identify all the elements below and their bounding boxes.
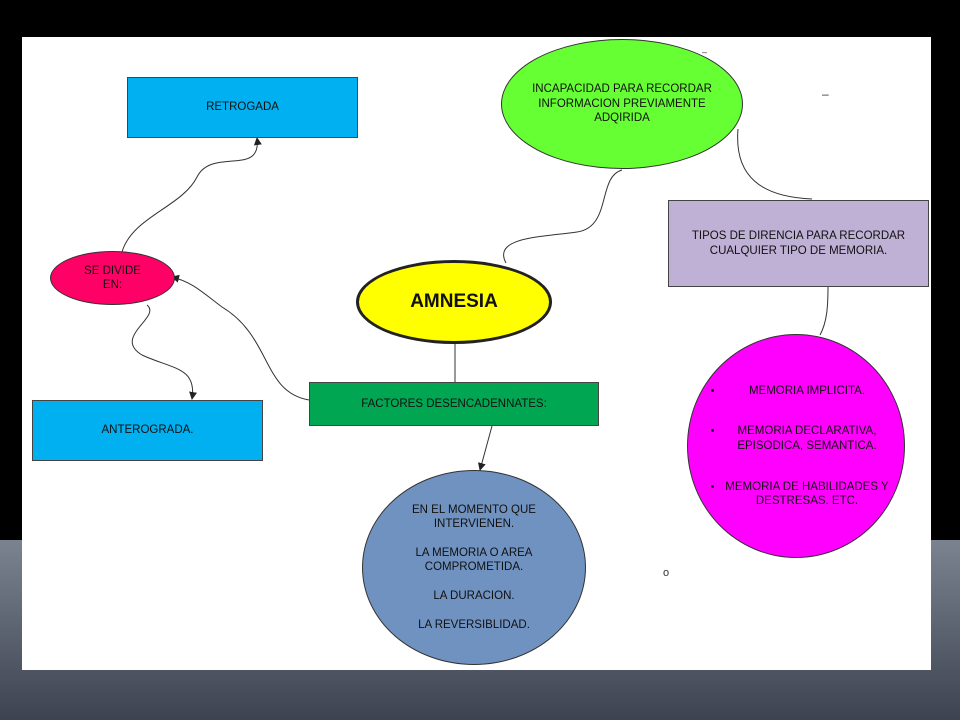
connector-lines <box>121 128 829 471</box>
connector-factores-to-momento <box>477 425 493 471</box>
connector-tipos-to-memorias <box>819 285 829 336</box>
amnesia-oval: AMNESIA <box>356 260 552 344</box>
dash-mark: – <box>822 87 829 101</box>
connector-factores-to-divide <box>171 274 310 401</box>
connector-divide-to-anterograda <box>131 304 198 400</box>
dash-mark-top: – <box>702 47 708 57</box>
connector-amnesia-to-incapacidad <box>503 169 623 264</box>
connector-incapacidad-to-tipos <box>737 128 813 200</box>
retrogada-box: RETROGADA <box>127 77 358 138</box>
memorias-oval: MEMORIA IMPLICITA. MEMORIA DECLARATIVA, … <box>687 334 905 558</box>
tipos-box: TIPOS DE DIRENCIA PARA RECORDAR CUALQUIE… <box>668 200 929 287</box>
memoria-item: MEMORIA DE HABILIDADES Y DESTRESAS. ETC. <box>724 480 890 509</box>
momento-label: EN EL MOMENTO QUE INTERVIENEN. LA MEMORI… <box>412 503 536 631</box>
factores-box: FACTORES DESENCADENNATES: <box>309 382 599 426</box>
amnesia-title: AMNESIA <box>410 291 498 313</box>
factores-label: FACTORES DESENCADENNATES: <box>361 397 547 410</box>
tipos-label: TIPOS DE DIRENCIA PARA RECORDAR CUALQUIE… <box>691 230 906 257</box>
small-circle-mark: o <box>663 567 670 579</box>
diagram-canvas: RETROGADA INCAPACIDAD PARA RECORDAR INFO… <box>22 37 931 670</box>
se-divide-label: SE DIVIDE EN: <box>84 264 141 291</box>
se-divide-oval: SE DIVIDE EN: <box>50 251 175 305</box>
incapacidad-label: INCAPACIDAD PARA RECORDAR INFORMACION PR… <box>532 83 712 125</box>
retrogada-label: RETROGADA <box>206 101 279 114</box>
incapacidad-oval: INCAPACIDAD PARA RECORDAR INFORMACION PR… <box>501 39 743 169</box>
anterograda-box: ANTEROGRADA. <box>32 400 263 461</box>
memorias-list: MEMORIA IMPLICITA. MEMORIA DECLARATIVA, … <box>702 369 890 522</box>
memoria-item: MEMORIA IMPLICITA. <box>724 384 890 398</box>
memoria-item: MEMORIA DECLARATIVA, EPISODICA, SEMANTIC… <box>724 424 890 453</box>
anterograda-label: ANTEROGRADA. <box>101 424 194 437</box>
momento-oval: EN EL MOMENTO QUE INTERVIENEN. LA MEMORI… <box>362 470 586 665</box>
connector-divide-to-retrogada <box>121 137 262 253</box>
